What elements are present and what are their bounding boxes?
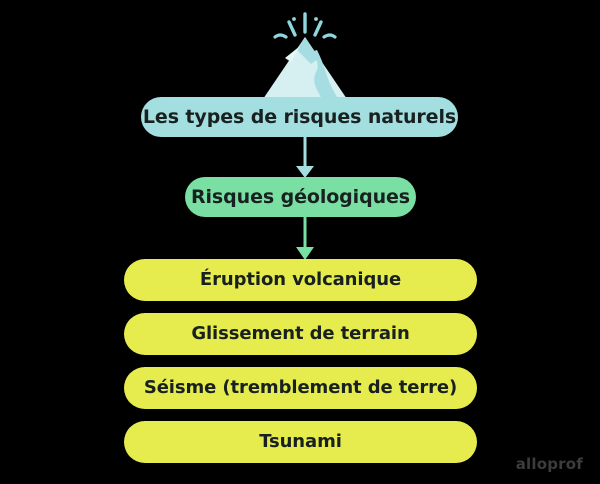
node-root: Les types de risques naturels [141,97,458,137]
volcano-summit-shape [297,37,319,64]
volcano-highlight-shape [285,46,300,62]
eruption-arcs-icon [273,33,337,39]
eruption-sparks-icon [292,17,318,21]
arrow-branch-to-leaves [292,217,318,261]
node-leaf-tsunami: Tsunami [124,421,477,463]
node-leaf-seisme: Séisme (tremblement de terre) [124,367,477,409]
node-leaf-glissement-de-terrain: Glissement de terrain [124,313,477,355]
volcano-lava-flow-shape [311,50,340,102]
node-leaf-label: Éruption volcanique [199,269,402,290]
node-branch-label: Risques géologiques [190,185,411,208]
node-leaf-eruption-volcanique: Éruption volcanique [124,259,477,301]
node-leaf-label: Glissement de terrain [191,323,410,344]
node-leaf-label: Séisme (tremblement de terre) [143,377,458,398]
node-leaf-label: Tsunami [259,431,342,452]
volcano-illustration [245,6,365,110]
eruption-rays-icon [287,12,323,37]
node-root-label: Les types de risques naturels [142,105,457,128]
arrow-root-to-branch [292,137,318,179]
node-branch-geological: Risques géologiques [185,177,416,217]
watermark-alloprof: alloprof [515,455,583,473]
